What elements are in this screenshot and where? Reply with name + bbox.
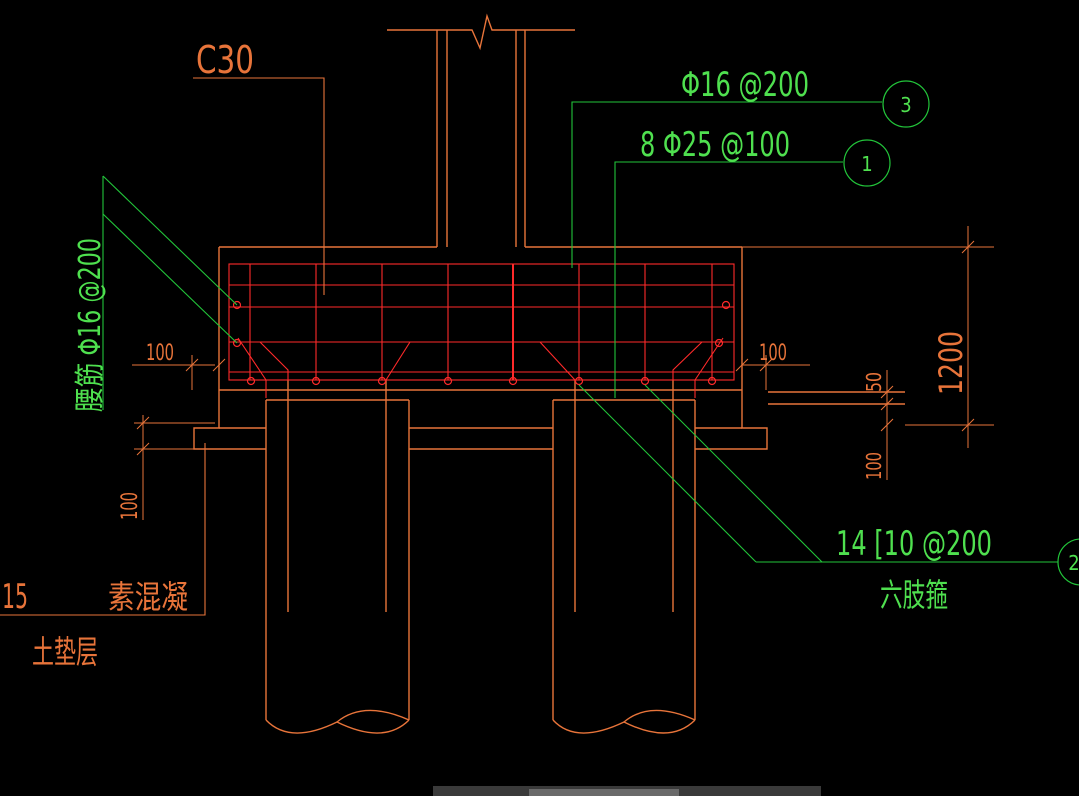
callout-1[interactable]: 1 — [843, 139, 891, 187]
callout-circle — [1057, 538, 1079, 586]
callout-number: 1 — [861, 152, 872, 176]
scrollbar-thumb[interactable] — [529, 789, 679, 796]
dim-pile-embed: 100 — [118, 492, 143, 520]
orange-labels: C30 15 素混凝 土垫层 — [2, 38, 254, 671]
top-rebar-label: Φ16 @200 — [681, 65, 809, 105]
cushion-layer-label: 土垫层 — [32, 633, 98, 671]
dimension-texts: 100 100 100 1200 50 100 — [118, 331, 970, 520]
dim-right-cover: 100 — [759, 341, 787, 366]
label-leaders — [0, 77, 325, 616]
main-rebar-label: 8 Φ25 @100 — [640, 125, 790, 165]
dim-cap-height: 1200 — [932, 331, 970, 395]
stirrup-label: 14 [10 @200 — [836, 524, 992, 564]
green-annotations: Φ16 @200 8 Φ25 @100 14 [10 @200 六肢箍 腰筋 Φ… — [73, 65, 992, 614]
concrete-outline — [193, 13, 905, 734]
callout-number: 3 — [900, 93, 911, 117]
leader-lines — [102, 101, 1058, 563]
rebar-cage — [228, 263, 735, 398]
plain-concrete-label: 素混凝 — [108, 578, 188, 616]
waist-rebar-label: 腰筋 Φ16 @200 — [73, 238, 108, 412]
callout-circle — [882, 80, 930, 128]
callout-2[interactable]: 2 — [1057, 538, 1079, 586]
callout-circle — [843, 139, 891, 187]
callout-number: 2 — [1068, 551, 1079, 575]
column-break-line — [387, 13, 575, 51]
callout-3[interactable]: 3 — [882, 80, 930, 128]
stirrup-type-label: 六肢箍 — [880, 576, 948, 614]
rebar-dots — [232, 300, 731, 386]
cushion-thickness-label: 15 — [2, 577, 28, 617]
dim-right-bottom: 100 — [862, 452, 886, 480]
concrete-grade-label: C30 — [196, 38, 254, 82]
dim-left-cover: 100 — [146, 341, 174, 366]
horizontal-scrollbar[interactable] — [433, 786, 821, 796]
dimension-lines — [132, 226, 994, 520]
dim-bottom-cover: 50 — [862, 372, 886, 392]
